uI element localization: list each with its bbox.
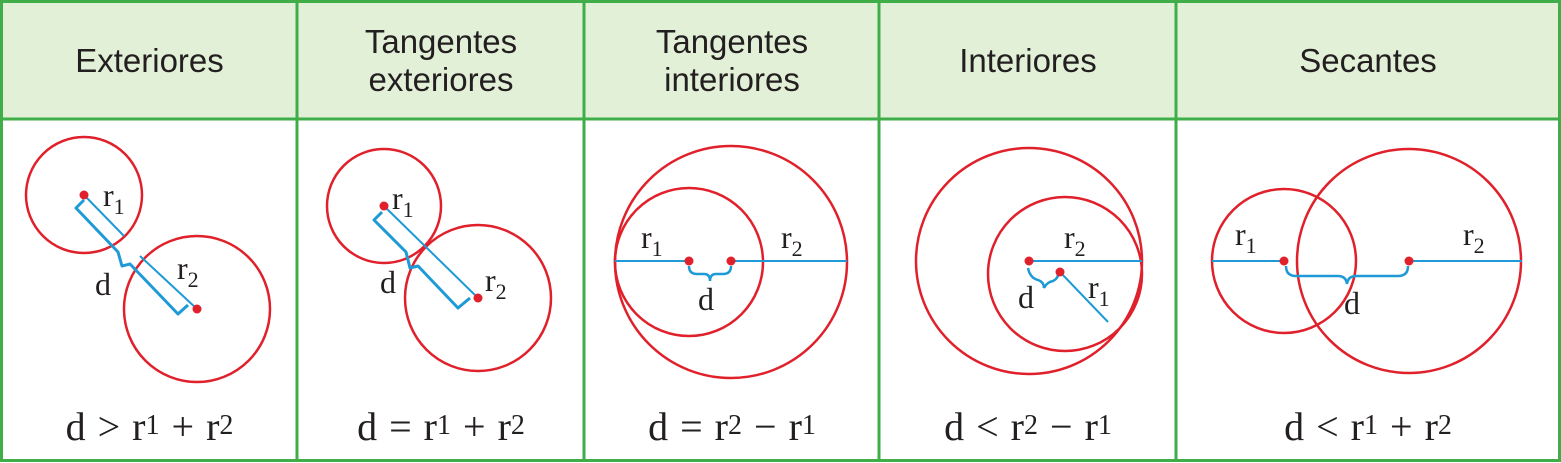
formula-operator: < xyxy=(1316,403,1339,449)
label-r: r1 xyxy=(392,180,414,222)
label-subscript: 2 xyxy=(496,279,507,304)
label-subscript: 1 xyxy=(652,236,663,261)
label-r: r2 xyxy=(1064,219,1086,261)
formula-term: r xyxy=(132,403,146,449)
label-subscript: 2 xyxy=(792,236,803,261)
label-d: d xyxy=(1344,285,1360,321)
label-subscript: 1 xyxy=(1246,233,1257,258)
formula-operator: < xyxy=(976,403,999,449)
header-interiores: Interiores xyxy=(959,41,1097,79)
circle-1 xyxy=(24,135,144,255)
distance-brace xyxy=(687,265,733,282)
formula-term: r xyxy=(788,403,802,449)
formula-operator: = xyxy=(389,403,412,449)
label-r: r2 xyxy=(781,219,803,261)
label-r: r2 xyxy=(485,262,507,304)
formula-lhs: d xyxy=(1284,403,1305,449)
formula-operator: + xyxy=(171,403,195,449)
formula-lhs: d xyxy=(648,403,669,449)
formula-term: r xyxy=(497,403,511,449)
label-d: d xyxy=(95,266,111,302)
formula-term: r xyxy=(1084,403,1098,449)
label-subscript: 1 xyxy=(114,194,125,219)
radius-segment xyxy=(1059,271,1109,323)
circle-small xyxy=(986,195,1144,353)
label-r: r1 xyxy=(103,177,125,219)
header-secantes: Secantes xyxy=(1299,41,1437,79)
label-r: r1 xyxy=(1088,269,1110,311)
header-exteriores: Exteriores xyxy=(75,41,224,79)
center-point xyxy=(1404,256,1414,266)
formula-lhs: d xyxy=(65,403,86,449)
header-row-background xyxy=(2,2,1559,119)
formula-operator: − xyxy=(754,403,777,449)
circle-2 xyxy=(403,223,553,373)
circle-1 xyxy=(325,147,443,265)
formula-lhs: d xyxy=(944,403,965,449)
center-point xyxy=(684,256,694,266)
label-subscript: 1 xyxy=(403,197,414,222)
center-point xyxy=(192,304,202,314)
label-subscript: 2 xyxy=(188,267,199,292)
label-subscript: 2 xyxy=(1075,236,1086,261)
header-tangentes-exteriores: Tangentes exteriores xyxy=(364,22,518,98)
circle-2 xyxy=(122,234,272,384)
label-subscript: 1 xyxy=(1099,286,1110,311)
label-d: d xyxy=(698,281,714,317)
formula-term: r xyxy=(1010,403,1024,449)
center-point xyxy=(726,256,736,266)
label-r: r1 xyxy=(1235,216,1257,258)
distance-brace xyxy=(372,210,471,310)
label-subscript: 2 xyxy=(1474,233,1485,258)
center-point xyxy=(473,293,483,303)
figure-tangentes-interiores: r1 r2 d xyxy=(613,144,849,380)
header-tangentes-interiores: Tangentes interiores xyxy=(655,22,809,98)
center-point xyxy=(379,201,389,211)
label-d: d xyxy=(1018,279,1034,315)
distance-brace xyxy=(74,198,190,316)
center-point xyxy=(1279,256,1289,266)
formula-term: r xyxy=(1424,403,1438,449)
center-point xyxy=(1055,267,1065,277)
radius-segment xyxy=(383,205,479,299)
formula-operator: = xyxy=(680,403,703,449)
radius-segment xyxy=(83,194,125,237)
formula-term: r xyxy=(714,403,728,449)
label-r: r2 xyxy=(177,250,199,292)
figure-secantes: r1 r2 d xyxy=(1210,147,1523,375)
center-point xyxy=(1024,256,1034,266)
formula-term: r xyxy=(206,403,220,449)
formula-operator: + xyxy=(463,403,486,449)
formula-operator: > xyxy=(97,403,121,449)
label-r: r1 xyxy=(641,219,663,261)
figure-tangentes-exteriores: r1 r2 d xyxy=(325,147,553,373)
formula-term: r xyxy=(1350,403,1364,449)
formula-operator: − xyxy=(1050,403,1073,449)
radius-segment xyxy=(139,255,198,310)
distance-brace xyxy=(1284,265,1410,285)
formula-operator: + xyxy=(1390,403,1413,449)
label-d: d xyxy=(380,264,396,300)
distance-brace xyxy=(1026,267,1060,289)
center-point xyxy=(79,190,89,200)
label-r: r2 xyxy=(1463,216,1485,258)
formula-term: r xyxy=(423,403,437,449)
formula-lhs: d xyxy=(357,403,378,449)
figure-exteriores: r1 r2 d xyxy=(24,135,272,384)
figure-interiores: r2 r1 d xyxy=(914,146,1144,376)
